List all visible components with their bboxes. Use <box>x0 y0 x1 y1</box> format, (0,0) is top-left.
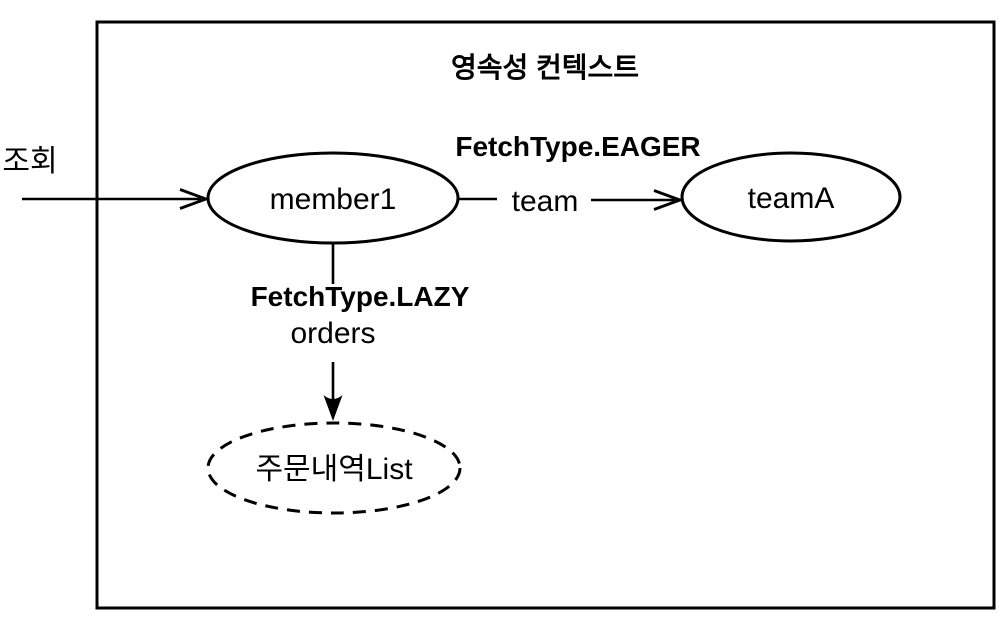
query-arrowhead <box>179 188 211 210</box>
orders-list-node-label: 주문내역List <box>255 453 413 486</box>
orders-list-node <box>206 421 462 515</box>
query-label: 조회 <box>2 145 57 178</box>
persistence-context-box <box>95 20 996 610</box>
fetch-lazy-label: FetchType.LAZY <box>251 281 470 312</box>
team-node-label: teamA <box>748 182 835 215</box>
fetch-eager-label: FetchType.EAGER <box>455 131 700 162</box>
orders-field-label: orders <box>290 317 375 350</box>
diagram-title: 영속성 컨텍스트 <box>451 52 639 83</box>
team-field-label: team <box>512 185 579 218</box>
lazy-arrowhead <box>323 395 343 421</box>
member-node-label: member1 <box>270 183 397 216</box>
eager-arrowhead <box>653 189 685 211</box>
team-node <box>680 151 902 243</box>
